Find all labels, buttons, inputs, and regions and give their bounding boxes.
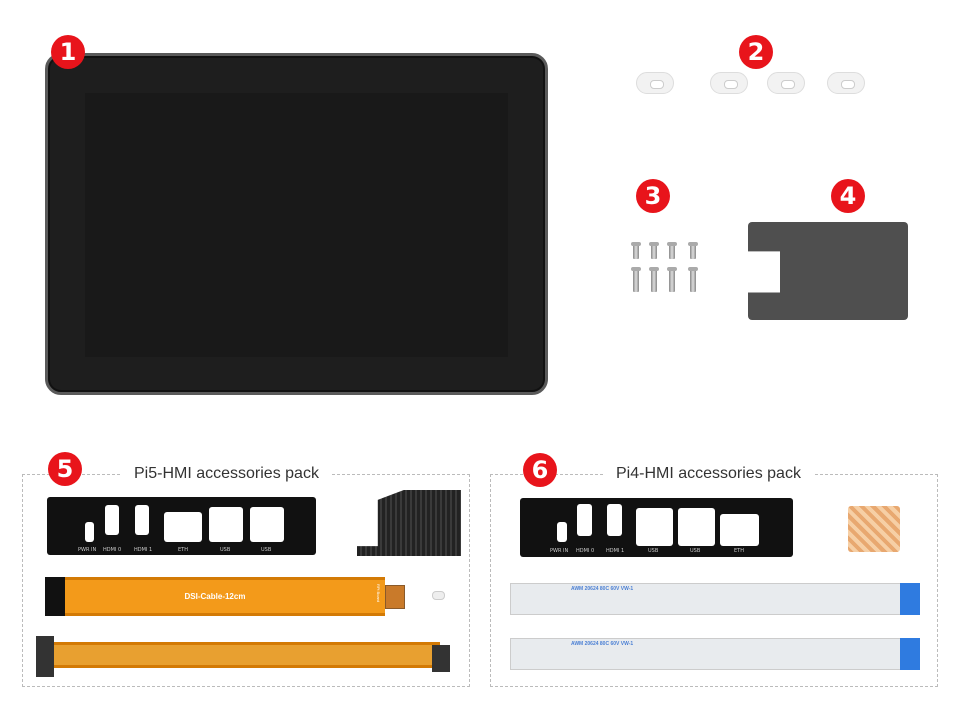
- dsi-cable-12cm: DSI-Cable-12cm: [45, 577, 385, 616]
- display-screen: [85, 93, 508, 357]
- badge-6: 6: [523, 453, 557, 487]
- pi5-pack-title: Pi5-HMI accessories pack: [122, 465, 331, 483]
- washer: [710, 72, 748, 94]
- port-label: HDMI 1: [606, 548, 625, 554]
- back-cover-plate: [748, 222, 908, 320]
- port-label: HDMI 1: [134, 547, 153, 553]
- cable-connector: [45, 577, 65, 616]
- port-label: ETH: [734, 548, 744, 554]
- badge-5: 5: [48, 452, 82, 486]
- pi5-io-panel: PWR IN HDMI 0 HDMI 1 ETH USB USB: [47, 497, 316, 555]
- csi-cable: [50, 642, 440, 668]
- port-label: HDMI 0: [103, 547, 122, 553]
- ffc-tab: [900, 638, 920, 670]
- badge-3: 3: [636, 179, 670, 213]
- pi4-pack-title: Pi4-HMI accessories pack: [604, 465, 813, 483]
- ffc-text: AWM 20624 80C 60V VW-1: [571, 641, 634, 647]
- ffc-cable: AWM 20624 80C 60V VW-1: [510, 638, 920, 670]
- port-label: PWR IN: [78, 547, 97, 553]
- badge-4: 4: [831, 179, 865, 213]
- washer: [827, 72, 865, 94]
- ffc-text: AWM 20624 80C 60V VW-1: [571, 586, 634, 592]
- cable-end-label: RPi Board: [376, 584, 381, 603]
- port-label: USB: [690, 548, 701, 554]
- cable-connector: [385, 585, 405, 609]
- badge-2: 2: [739, 35, 773, 69]
- screws: [630, 242, 700, 302]
- badge-1: 1: [51, 35, 85, 69]
- washer: [767, 72, 805, 94]
- port-label: HDMI 0: [576, 548, 595, 554]
- port-label: ETH: [178, 547, 188, 553]
- pi4-io-panel: PWR IN HDMI 0 HDMI 1 USB USB ETH: [520, 498, 793, 557]
- spare-part: [432, 591, 445, 600]
- port-label: USB: [648, 548, 659, 554]
- ffc-tab: [900, 583, 920, 615]
- port-label: PWR IN: [550, 548, 569, 554]
- washer: [636, 72, 674, 94]
- cable-connector: [36, 636, 54, 677]
- cable-connector: [432, 645, 450, 672]
- port-label: USB: [261, 547, 272, 553]
- cable-label: DSI-Cable-12cm: [184, 592, 246, 601]
- copper-heatsink: [848, 506, 900, 552]
- ffc-cable: AWM 20624 80C 60V VW-1: [510, 583, 920, 615]
- port-label: USB: [220, 547, 231, 553]
